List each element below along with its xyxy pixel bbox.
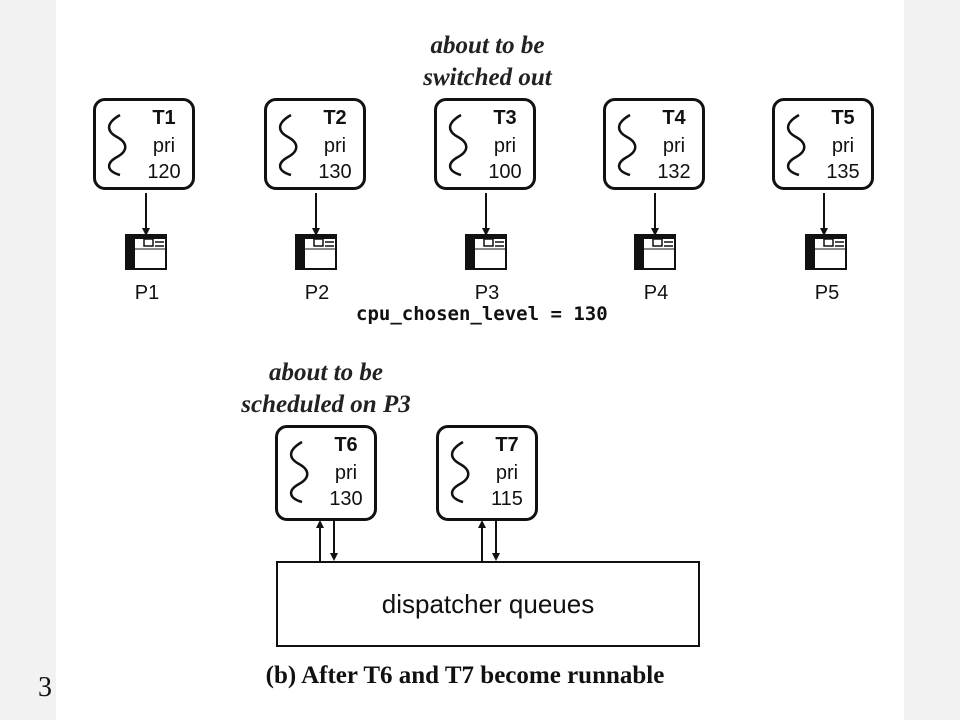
thread-squiggle-icon bbox=[448, 113, 468, 177]
thread-priority-value: 130 bbox=[318, 161, 352, 183]
thread-squiggle-icon bbox=[617, 113, 637, 177]
thread-priority-value: 132 bbox=[657, 161, 691, 183]
thread-squiggle-icon bbox=[278, 113, 298, 177]
note-switched-out: about to be switched out bbox=[400, 30, 575, 94]
thread-name: T7 bbox=[495, 434, 519, 456]
note-line: switched out bbox=[423, 64, 552, 91]
note-line: scheduled on P3 bbox=[241, 391, 411, 418]
processor-label-p5: P5 bbox=[814, 282, 840, 304]
queue-thread-arrows bbox=[316, 520, 500, 561]
thread-squiggle-icon bbox=[107, 113, 127, 177]
figure-caption: (b) After T6 and T7 become runnable bbox=[265, 662, 665, 689]
thread-box-t3: T3 pri 100 bbox=[434, 98, 536, 190]
thread-priority-label: pri bbox=[152, 135, 176, 157]
thread-priority-value: 130 bbox=[329, 488, 363, 510]
thread-box-t4: T4 pri 132 bbox=[603, 98, 705, 190]
thread-priority-label: pri bbox=[831, 135, 855, 157]
processor-icon bbox=[805, 234, 847, 270]
thread-squiggle-icon bbox=[289, 440, 309, 504]
thread-name: T4 bbox=[662, 107, 686, 129]
thread-box-t5: T5 pri 135 bbox=[772, 98, 874, 190]
dispatcher-queues-box: dispatcher queues bbox=[276, 561, 700, 647]
processor-label-p2: P2 bbox=[304, 282, 330, 304]
thread-name: T2 bbox=[323, 107, 347, 129]
thread-squiggle-icon bbox=[786, 113, 806, 177]
thread-priority-value: 120 bbox=[147, 161, 181, 183]
left-margin-strip bbox=[0, 0, 56, 720]
dispatcher-queues-label: dispatcher queues bbox=[381, 588, 595, 619]
thread-box-t7: T7 pri 115 bbox=[436, 425, 538, 521]
note-line: about to be bbox=[430, 32, 545, 59]
note-line: about to be bbox=[269, 359, 383, 386]
processor-label-p4: P4 bbox=[643, 282, 669, 304]
thread-name: T1 bbox=[152, 107, 176, 129]
note-scheduled-on: about to be scheduled on P3 bbox=[226, 357, 426, 421]
processor-label-p1: P1 bbox=[134, 282, 160, 304]
thread-priority-value: 100 bbox=[488, 161, 522, 183]
page-number: 3 bbox=[38, 672, 52, 703]
processor-icon bbox=[465, 234, 507, 270]
thread-priority-label: pri bbox=[493, 135, 517, 157]
thread-priority-label: pri bbox=[662, 135, 686, 157]
thread-box-t2: T2 pri 130 bbox=[264, 98, 366, 190]
thread-priority-value: 135 bbox=[826, 161, 860, 183]
processor-icon bbox=[295, 234, 337, 270]
thread-name: T6 bbox=[334, 434, 358, 456]
thread-priority-label: pri bbox=[495, 462, 519, 484]
processor-label-p3: P3 bbox=[474, 282, 500, 304]
right-margin-strip bbox=[904, 0, 960, 720]
thread-name: T5 bbox=[831, 107, 855, 129]
thread-box-t6: T6 pri 130 bbox=[275, 425, 377, 521]
processor-icon bbox=[125, 234, 167, 270]
thread-box-t1: T1 pri 120 bbox=[93, 98, 195, 190]
thread-priority-label: pri bbox=[323, 135, 347, 157]
thread-priority-value: 115 bbox=[491, 488, 523, 510]
thread-squiggle-icon bbox=[450, 440, 470, 504]
processor-icon bbox=[634, 234, 676, 270]
thread-to-processor-arrows bbox=[142, 193, 828, 236]
thread-priority-label: pri bbox=[334, 462, 358, 484]
cpu-chosen-level: cpu_chosen_level = 130 bbox=[356, 303, 608, 325]
thread-name: T3 bbox=[493, 107, 517, 129]
